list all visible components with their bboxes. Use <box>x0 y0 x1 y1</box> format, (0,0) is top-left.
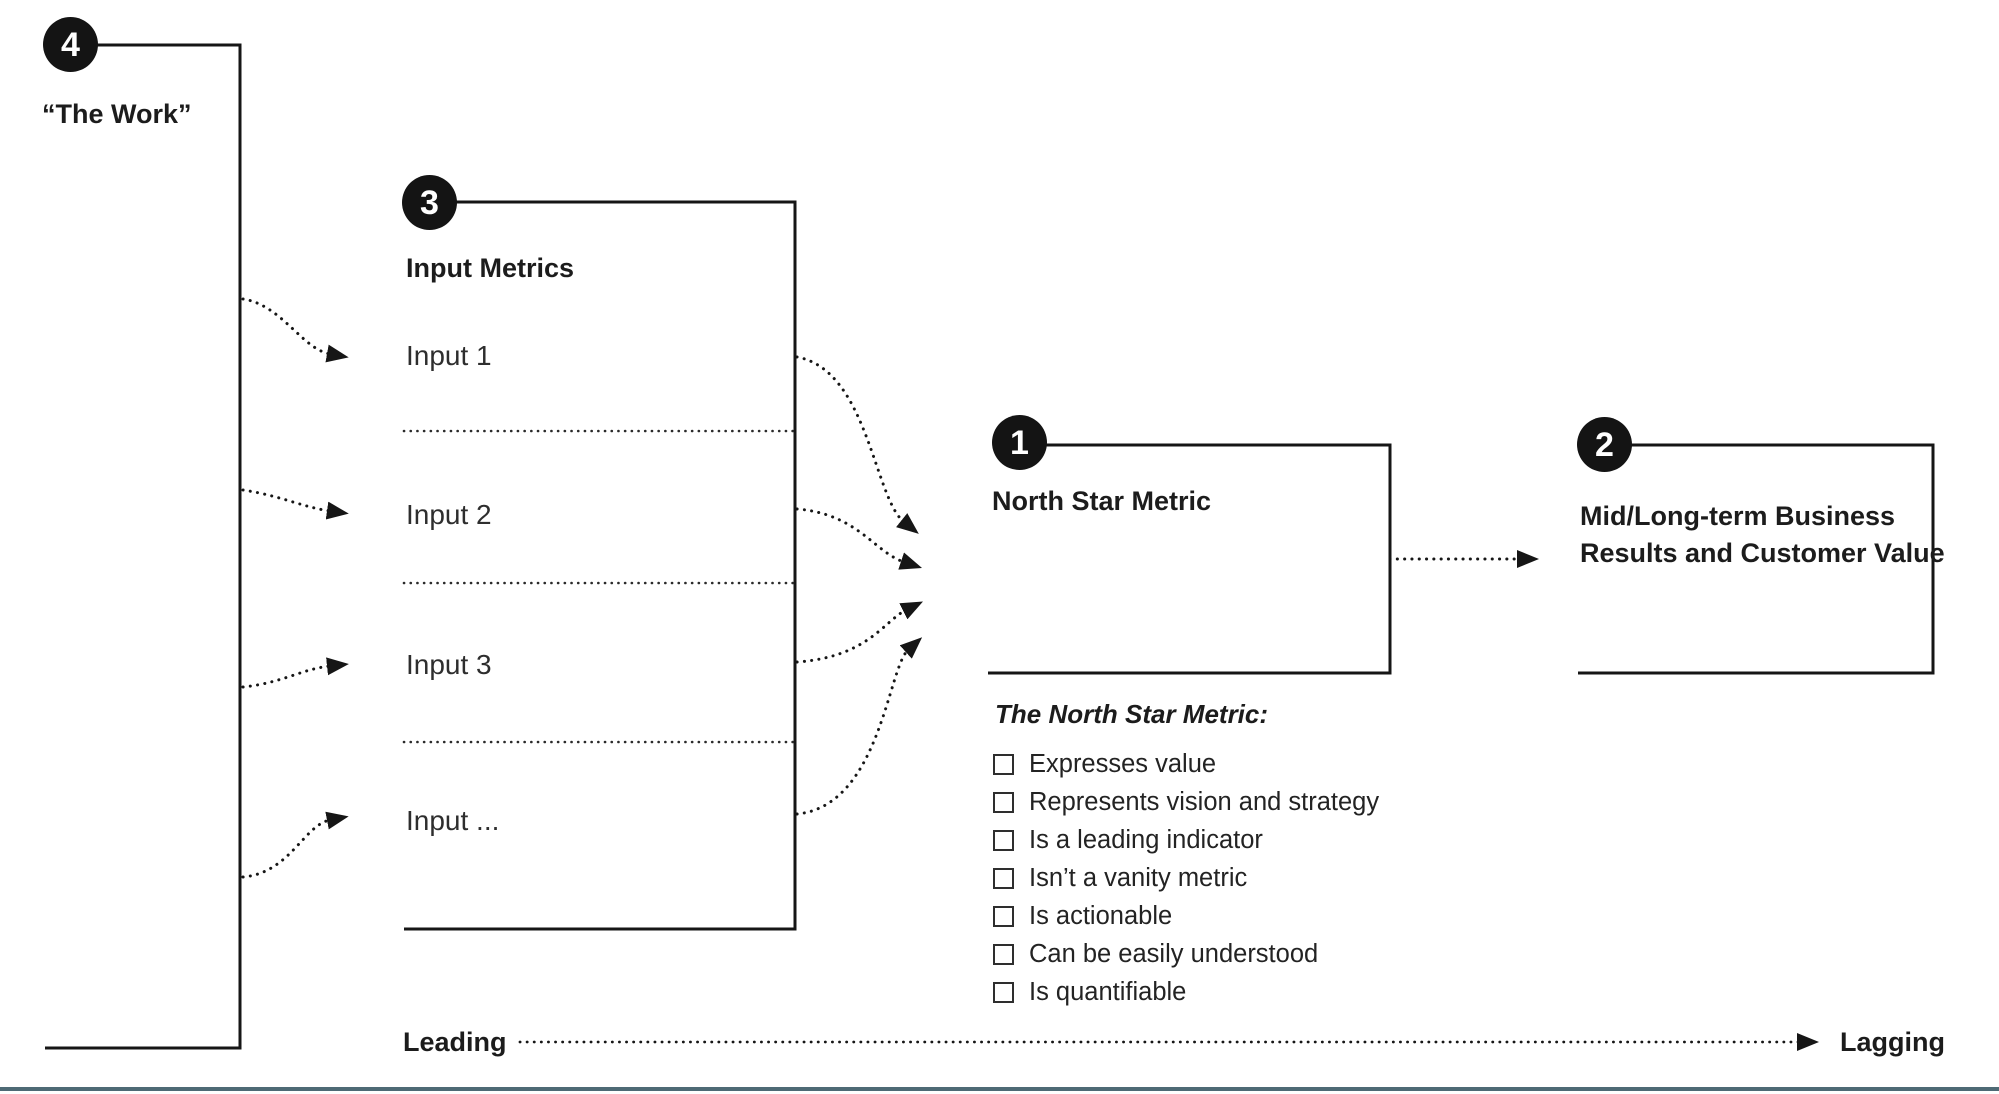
checklist-item-label: Represents vision and strategy <box>1029 787 1380 816</box>
work-box-outline <box>45 43 242 1050</box>
input-row-1: Input 1 <box>406 340 492 371</box>
badge-1: 1 <box>992 415 1047 470</box>
checklist-item-label: Is quantifiable <box>1029 977 1187 1006</box>
checklist-item-label: Isn’t a vanity metric <box>1029 863 1248 892</box>
badge-3: 3 <box>402 175 457 230</box>
checklist-item: Can be easily understood <box>993 935 1379 973</box>
input-row-4: Input ... <box>406 805 500 836</box>
input-row-2: Input 2 <box>406 499 492 530</box>
badge-2: 2 <box>1577 417 1632 472</box>
business-box-outline <box>1578 443 1935 675</box>
work-label: “The Work” <box>42 99 192 129</box>
work-to-input3-arrow <box>241 657 349 689</box>
checkbox-icon <box>993 905 1014 927</box>
bottom-divider <box>0 1087 1999 1091</box>
checkbox-icon <box>993 791 1014 813</box>
checklist-item: Is a leading indicator <box>993 821 1379 859</box>
input3-to-nsm-arrow <box>795 601 923 664</box>
input4-to-nsm-arrow <box>795 637 923 816</box>
checklist-item-label: Expresses value <box>1029 749 1217 778</box>
checklist-item-label: Is a leading indicator <box>1029 825 1263 854</box>
input1-to-nsm-arrow <box>795 355 919 534</box>
north-star-box-outline <box>988 443 1392 675</box>
checkbox-icon <box>993 829 1014 851</box>
checklist-item-label: Can be easily understood <box>1029 939 1319 968</box>
checkbox-icon <box>993 867 1014 889</box>
north-star-metric-title: North Star Metric <box>992 486 1212 516</box>
leading-label: Leading <box>403 1027 507 1057</box>
checklist-item: Is quantifiable <box>993 973 1379 1011</box>
lagging-label: Lagging <box>1840 1027 1945 1057</box>
business-results-title: Mid/Long-term Business Results and Custo… <box>1580 501 1945 568</box>
nsm-checklist-title: The North Star Metric: <box>995 699 1269 729</box>
input-metrics-box-outline <box>404 200 797 931</box>
checkbox-icon <box>993 753 1014 775</box>
input2-to-nsm-arrow <box>795 507 923 570</box>
work-to-input2-arrow <box>241 488 349 520</box>
input-metrics-title: Input Metrics <box>406 253 575 283</box>
checklist-item: Represents vision and strategy <box>993 783 1379 821</box>
checkbox-icon <box>993 943 1014 965</box>
work-to-input1-arrow <box>241 297 349 363</box>
checklist-item: Is actionable <box>993 897 1379 935</box>
checkbox-icon <box>993 981 1014 1003</box>
checklist-item: Isn’t a vanity metric <box>993 859 1379 897</box>
work-to-input4-arrow <box>241 811 349 879</box>
checklist-item-label: Is actionable <box>1029 901 1173 930</box>
input-row-3: Input 3 <box>406 649 492 680</box>
nsm-checklist: The North Star Metric: Expresses value R… <box>993 699 1379 1011</box>
checklist-item: Expresses value <box>993 745 1379 783</box>
badge-4: 4 <box>43 17 98 72</box>
